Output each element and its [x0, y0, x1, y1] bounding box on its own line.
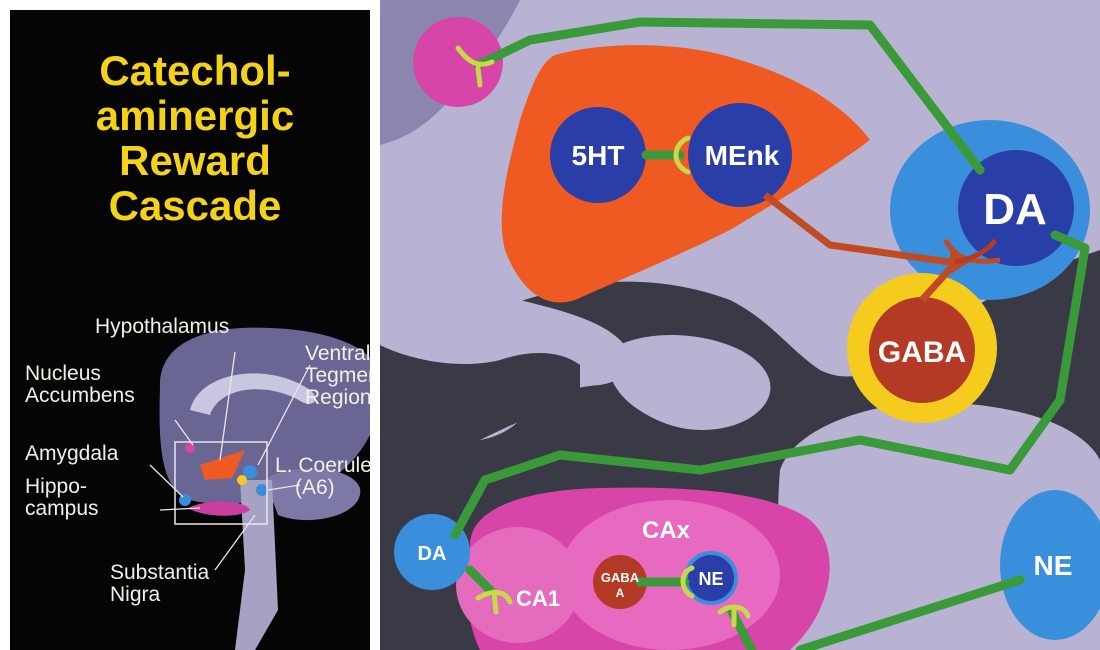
label-campus: campus: [25, 498, 99, 520]
gaba-label: GABA: [878, 336, 966, 369]
label-region-a10: Region (A10): [305, 387, 370, 409]
substantia-dot: [237, 475, 247, 485]
da-top-label: DA: [983, 185, 1047, 234]
reward-cascade-diagram: 5HT MEnk DA GABA DA CA1 CAx GABA A NE NE: [380, 0, 1100, 650]
menk-label: MEnk: [705, 140, 780, 171]
nucleus-accumbens-dot: [185, 443, 195, 453]
gaba-a-label-bottom: A: [616, 586, 625, 600]
label-locus-coeruleus: L. Coeruleus (A6): [275, 455, 370, 499]
ca1-region: [456, 527, 580, 643]
label-tegmental: Tegmental: [305, 365, 370, 387]
label-amygdala: Amygdala: [25, 443, 118, 465]
label-accumbens: Accumbens: [25, 385, 135, 407]
ne-right-label: NE: [1034, 550, 1073, 581]
gaba-a-label-top: GABA: [601, 570, 640, 585]
label-nucleus: Nucleus: [25, 363, 135, 385]
ne-small-label: NE: [698, 569, 723, 589]
label-ventral: Ventral: [305, 343, 370, 365]
label-nucleus-accumbens: Nucleus Accumbens: [25, 363, 135, 407]
label-hypothalamus: Hypothalamus: [95, 316, 229, 338]
label-hippo: Hippo-: [25, 476, 99, 498]
label-l-coeruleus: L. Coeruleus: [275, 455, 370, 477]
label-ventral-tegmental-region: Ventral Tegmental Region (A10): [305, 343, 370, 409]
amygdala-dot: [179, 494, 191, 506]
da-bottom-label: DA: [418, 543, 447, 565]
label-nigra: Nigra: [110, 584, 209, 606]
label-substantia: Substantia: [110, 562, 209, 584]
label-a6: (A6): [275, 477, 370, 499]
locus-coeruleus-dot: [256, 484, 268, 496]
serotonin-label: 5HT: [572, 140, 625, 171]
ca1-label: CA1: [516, 586, 560, 611]
left-panel: Catechol- aminergic Reward Cascade: [10, 10, 370, 650]
cax-label: CAx: [642, 517, 691, 544]
right-panel: 5HT MEnk DA GABA DA CA1 CAx GABA A NE NE: [380, 0, 1100, 650]
label-hippocampus: Hippo- campus: [25, 476, 99, 520]
label-substantia-nigra: Substantia Nigra: [110, 562, 209, 606]
